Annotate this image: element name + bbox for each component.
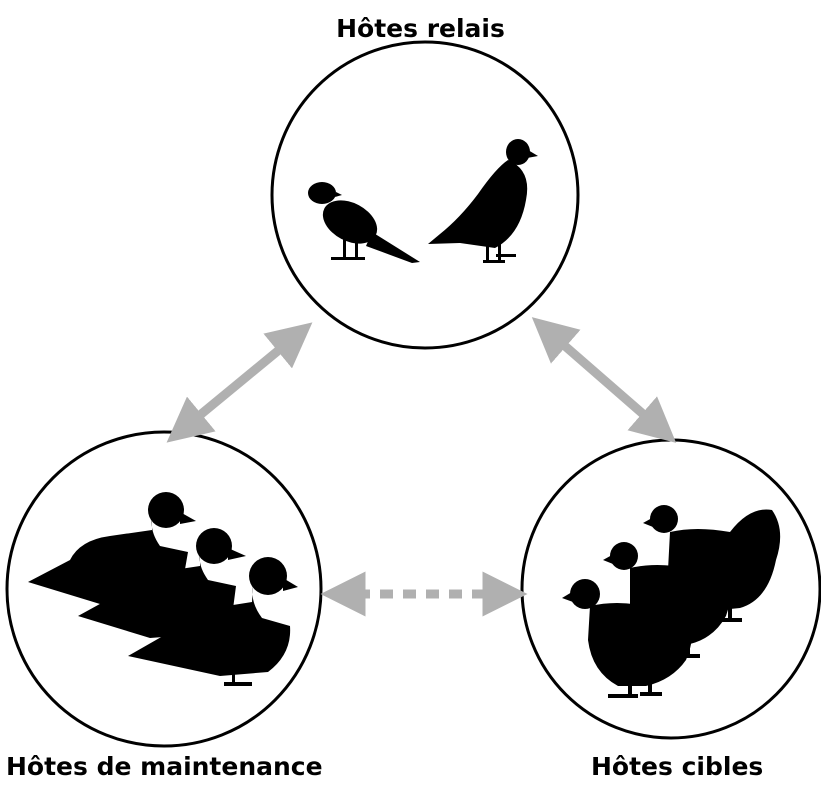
- relay-maintenance-arrow: [177, 331, 302, 434]
- relay-hosts-label: Hôtes relais: [0, 14, 821, 43]
- maintenance-hosts-label: Hôtes de maintenance: [6, 752, 323, 781]
- relay-target-arrow: [542, 326, 666, 434]
- target-hosts-label: Hôtes cibles: [591, 752, 763, 781]
